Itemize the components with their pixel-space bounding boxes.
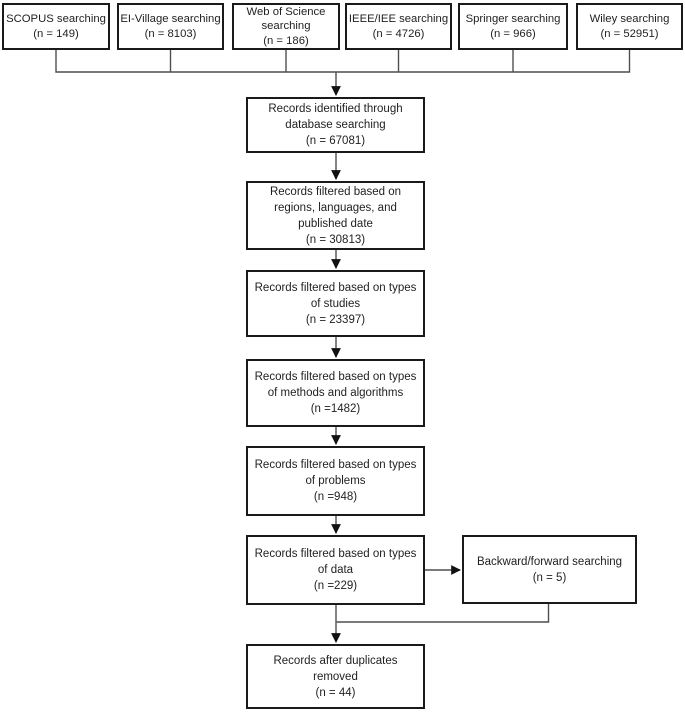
source-box-label: EI-Village searching (n = 8103) bbox=[120, 13, 221, 40]
flow-box-filter-study-types: Records filtered based on types of studi… bbox=[246, 270, 425, 337]
top-merge-connector bbox=[55, 50, 631, 96]
source-box-label: Web of Science searching (n = 186) bbox=[246, 5, 326, 47]
source-box-wiley: Wiley searching (n = 52951) bbox=[576, 3, 683, 50]
flow-box-label: Records after duplicates removed (n = 44… bbox=[273, 654, 398, 699]
flow-box-filter-problem-types: Records filtered based on types of probl… bbox=[246, 446, 425, 516]
flow-box-label: Records filtered based on types of studi… bbox=[254, 281, 417, 326]
flow-box-records-identified: Records identified through database sear… bbox=[246, 97, 425, 153]
source-box-label: Springer searching (n = 966) bbox=[465, 13, 561, 40]
source-box-label: SCOPUS searching (n = 149) bbox=[6, 13, 106, 40]
flow-box-filter-data-types: Records filtered based on types of data … bbox=[246, 535, 425, 605]
flow-box-label: Records filtered based on regions, langu… bbox=[269, 185, 402, 246]
flow-box-label: Records filtered based on types of metho… bbox=[254, 371, 417, 415]
source-box-label: IEEE/IEE searching (n = 4726) bbox=[348, 13, 449, 40]
flow-box-label: Records filtered based on types of data … bbox=[254, 548, 417, 592]
flow-box-label: Records identified through database sear… bbox=[268, 103, 403, 147]
flow-box-duplicates-removed: Records after duplicates removed (n = 44… bbox=[246, 644, 425, 709]
source-box-springer: Springer searching (n = 966) bbox=[458, 3, 568, 50]
source-box-ei-village: EI-Village searching (n = 8103) bbox=[117, 3, 224, 50]
flow-box-filter-methods-algorithms: Records filtered based on types of metho… bbox=[246, 359, 425, 427]
source-box-web-of-science: Web of Science searching (n = 186) bbox=[232, 3, 340, 50]
source-box-ieee-iee: IEEE/IEE searching (n = 4726) bbox=[345, 3, 452, 50]
flow-box-label: Records filtered based on types of probl… bbox=[254, 459, 417, 503]
side-box-label: Backward/forward searching (n = 5) bbox=[476, 555, 623, 584]
source-box-scopus: SCOPUS searching (n = 149) bbox=[2, 3, 110, 50]
source-box-label: Wiley searching (n = 52951) bbox=[589, 13, 670, 40]
side-box-backward-forward-searching: Backward/forward searching (n = 5) bbox=[462, 535, 637, 604]
flow-box-filter-regions-languages-date: Records filtered based on regions, langu… bbox=[246, 181, 425, 250]
